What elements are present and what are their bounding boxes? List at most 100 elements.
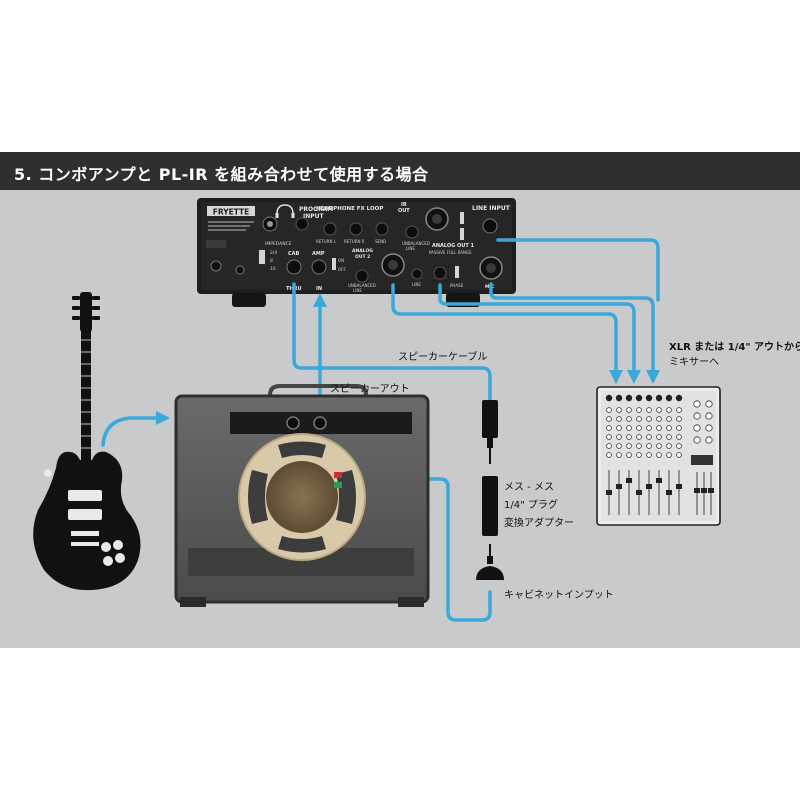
program-input-label-line1: PROGRAM	[299, 206, 333, 213]
mixer-knob	[656, 443, 662, 449]
thru-jack	[286, 259, 302, 275]
xlr-out-label-line1: XLR または 1/4" アウトから	[669, 341, 800, 353]
mixer-knob	[626, 416, 632, 422]
headphone-icon	[276, 204, 294, 215]
cable-arrows	[156, 293, 660, 425]
pickup-selector	[44, 469, 52, 477]
mixer-fader-cap	[636, 490, 642, 495]
mixer-knob	[646, 434, 652, 440]
analog-out-1-xlr-center	[486, 263, 496, 273]
guitar-arrow-icon	[156, 411, 170, 425]
mixer-knob	[646, 425, 652, 431]
gnd-switch	[460, 228, 464, 240]
speaker-cable-label: スピーカーケーブル	[398, 350, 487, 363]
guitar-bridge	[71, 531, 99, 536]
mixer-knob	[646, 443, 652, 449]
mixer-knob	[636, 407, 642, 413]
cab-plug-collar	[487, 556, 493, 564]
mixer-knob	[666, 425, 672, 431]
cab-plug-body	[476, 566, 504, 580]
mixer-knob	[616, 452, 622, 458]
passive-full-range-label: PASSIVE FULL RANGE	[429, 250, 472, 255]
mixer-knob	[676, 443, 682, 449]
load-switch	[332, 258, 336, 270]
analog-out-2-jack	[355, 269, 369, 283]
ir-out-xlr-center	[432, 214, 442, 224]
mixer-master-fader-cap	[701, 488, 707, 493]
load-off-label: OFF	[338, 267, 346, 272]
speaker-out-jack-2	[313, 416, 327, 430]
mixer-knob	[656, 416, 662, 422]
mixer-fader-cap	[666, 490, 672, 495]
amp-handle	[268, 384, 368, 396]
bridge-pickup	[68, 509, 102, 520]
mixer-fader-cap	[656, 478, 662, 483]
speaker-frame-cutout-bottom	[278, 536, 326, 553]
mixer-knob	[666, 416, 672, 422]
device-foot-left	[232, 293, 266, 307]
mixer-arrow-icon-3	[646, 370, 660, 384]
line-input-jack	[482, 218, 498, 234]
headphone-jack	[295, 217, 309, 231]
mixer-knob	[626, 443, 632, 449]
mixer-knob	[606, 434, 612, 440]
mixer-knob	[646, 407, 652, 413]
adapter-label-line2: 1/4" プラグ	[504, 498, 558, 511]
mixer-knob	[666, 407, 672, 413]
analog-out-2-xlr-center	[388, 260, 398, 270]
electric-guitar	[33, 292, 141, 591]
pl-ir-device: FRYETTE PROGRAM INPUT HEADPHONE FX LOOP …	[197, 198, 516, 307]
mixer-xlr-input-4	[635, 394, 643, 402]
mixer-knob	[636, 434, 642, 440]
thru-cable	[292, 282, 492, 402]
amp-label: AMP	[312, 251, 325, 257]
mixer-fader-cap	[646, 484, 652, 489]
mixer-master-knob	[693, 412, 701, 420]
mixer-knob	[646, 452, 652, 458]
cab-input-plug	[476, 544, 504, 580]
guitar-frets	[81, 339, 91, 449]
brand-logo: FRYETTE	[213, 208, 250, 217]
mixer-knob	[646, 416, 652, 422]
mixer-arrow-icon-1	[609, 370, 623, 384]
mixer-xlr-input-6	[655, 394, 663, 402]
mixer-knob	[626, 434, 632, 440]
mixer-knob	[636, 416, 642, 422]
speaker-frame-cutout-top	[278, 441, 326, 458]
return-l-label: RETURN L	[316, 239, 337, 244]
impedance-label: IMPEDANCE	[265, 241, 292, 247]
adapter-label-line1: メス - メス	[504, 482, 554, 493]
mixer-knob	[616, 407, 622, 413]
dc-power-jack	[210, 260, 222, 272]
speaker-frame-cutout-left	[248, 470, 268, 524]
impedance-switch	[259, 250, 265, 264]
speaker-out-jack-1	[286, 416, 300, 430]
speaker-out-arrow-icon	[313, 293, 327, 307]
amp-foot-left	[180, 597, 206, 607]
neck-pickup	[68, 490, 102, 501]
mixer-master-fader-cap	[708, 488, 714, 493]
brand-logo-plate	[207, 206, 255, 216]
guitar-headstock	[80, 292, 92, 332]
headphone-icon-right	[291, 213, 295, 218]
mixer-fader-cap	[606, 490, 612, 495]
mixer-knob	[616, 434, 622, 440]
mixer	[596, 386, 721, 526]
level-switch	[460, 212, 464, 224]
mixer-xlr-input-2	[615, 394, 623, 402]
callout-labels: スピーカーケーブル スピーカーアウト XLR または 1/4" アウトから ミキ…	[330, 341, 800, 601]
mixer-knob	[606, 452, 612, 458]
impedance-value-3: 16	[270, 266, 276, 272]
volume-knob-2	[103, 556, 113, 566]
cab-input-cable	[338, 477, 492, 622]
power-switch	[206, 240, 226, 248]
mixer-knob	[666, 434, 672, 440]
cab-plug-tip	[489, 544, 491, 556]
cab-label: CAB	[288, 251, 300, 257]
mixer-knob	[636, 425, 642, 431]
mixer-knob	[606, 407, 612, 413]
mixer-master-knob	[705, 412, 713, 420]
